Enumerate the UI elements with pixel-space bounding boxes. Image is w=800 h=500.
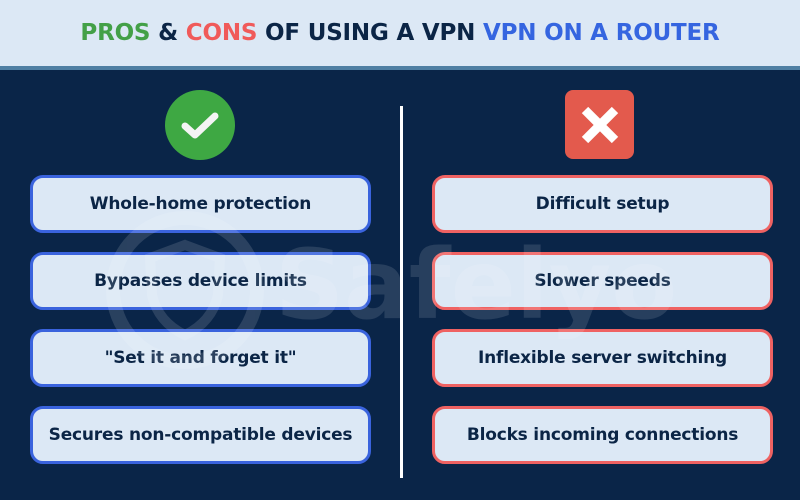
pros-item: Whole-home protection — [30, 175, 371, 233]
title-ampersand: & — [158, 20, 178, 46]
cons-item: Difficult setup — [432, 175, 773, 233]
pros-list: Whole-home protection Bypasses device li… — [30, 175, 371, 483]
x-icon — [565, 90, 634, 159]
page-title: PROS & CONS OF USING A VPN VPN ON A ROUT… — [80, 20, 719, 46]
title-pros: PROS — [80, 20, 151, 46]
pros-item: Secures non-compatible devices — [30, 406, 371, 464]
cons-item: Slower speeds — [432, 252, 773, 310]
cons-item: Inflexible server switching — [432, 329, 773, 387]
check-icon — [165, 90, 235, 160]
pros-item: "Set it and forget it" — [30, 329, 371, 387]
cons-list: Difficult setup Slower speeds Inflexible… — [432, 175, 773, 483]
title-middle: OF USING A VPN — [265, 20, 476, 46]
cons-item: Blocks incoming connections — [432, 406, 773, 464]
header-bar: PROS & CONS OF USING A VPN VPN ON A ROUT… — [0, 0, 800, 70]
column-divider — [400, 106, 403, 478]
pros-item: Bypasses device limits — [30, 252, 371, 310]
title-highlight: VPN ON A ROUTER — [482, 20, 720, 46]
title-cons: CONS — [185, 20, 258, 46]
